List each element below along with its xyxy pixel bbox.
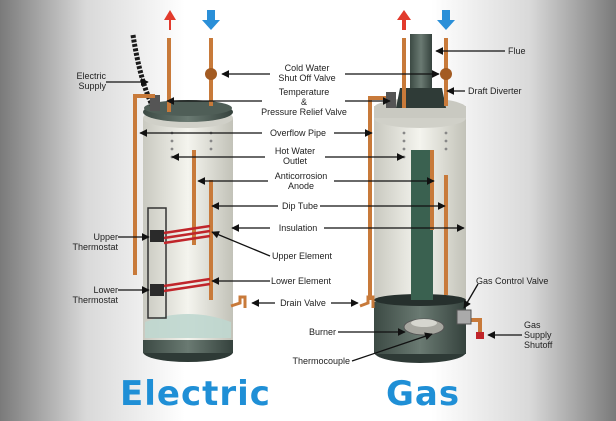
gas-dots xyxy=(402,131,448,159)
label-lower-thermostat: Lower Thermostat xyxy=(72,285,118,305)
label-thermocouple: Thermocouple xyxy=(292,356,350,366)
label-tpr-valve: Temperature & Pressure Relief Valve xyxy=(261,87,347,117)
drain-valve-gas xyxy=(359,295,375,308)
thermostat-panel xyxy=(147,207,167,319)
label-anticorrosion-anode: Anticorrosion Anode xyxy=(274,171,328,191)
label-cold-water-shutoff: Cold Water Shut Off Valve xyxy=(278,63,336,83)
gas-shutoff-handle xyxy=(476,332,484,339)
flue-pipe xyxy=(410,34,432,92)
electric-supply-cord xyxy=(130,34,155,107)
electric-tank xyxy=(143,100,233,362)
flue-baffle xyxy=(411,150,433,300)
label-gas-supply-shutoff: Gas Supply Shutoff xyxy=(524,320,553,350)
label-hot-water-outlet: Hot Water Outlet xyxy=(274,146,316,166)
cold-valve-electric xyxy=(205,68,217,80)
title-electric: Electric xyxy=(120,374,271,414)
upper-element xyxy=(163,224,211,245)
label-dip-tube: Dip Tube xyxy=(281,201,319,211)
lower-element xyxy=(163,277,211,293)
label-upper-element: Upper Element xyxy=(271,251,333,261)
junction-box xyxy=(150,95,160,111)
leader-lines xyxy=(106,47,522,362)
label-flue: Flue xyxy=(508,46,526,56)
label-overflow-pipe: Overflow Pipe xyxy=(269,128,327,138)
label-upper-thermostat: Upper Thermostat xyxy=(72,232,118,252)
drain-valve-electric xyxy=(230,295,247,308)
draft-diverter-hood xyxy=(396,88,446,108)
cold-valve-gas xyxy=(440,68,452,80)
burner-top xyxy=(411,319,437,327)
label-drain-valve: Drain Valve xyxy=(280,298,326,308)
label-draft-diverter: Draft Diverter xyxy=(468,86,522,96)
label-electric-supply: Electric Supply xyxy=(76,71,106,91)
label-lower-element: Lower Element xyxy=(270,276,332,286)
flow-arrows xyxy=(164,10,455,30)
label-gas-control-valve: Gas Control Valve xyxy=(476,276,549,286)
lower-thermostat-box xyxy=(150,284,164,296)
title-gas: Gas xyxy=(386,374,461,414)
label-burner: Burner xyxy=(308,327,336,337)
gas-control-box xyxy=(456,309,472,325)
upper-thermostat-box xyxy=(150,230,164,242)
label-insulation: Insulation xyxy=(278,223,318,233)
tpr-valve-gas xyxy=(386,92,396,108)
